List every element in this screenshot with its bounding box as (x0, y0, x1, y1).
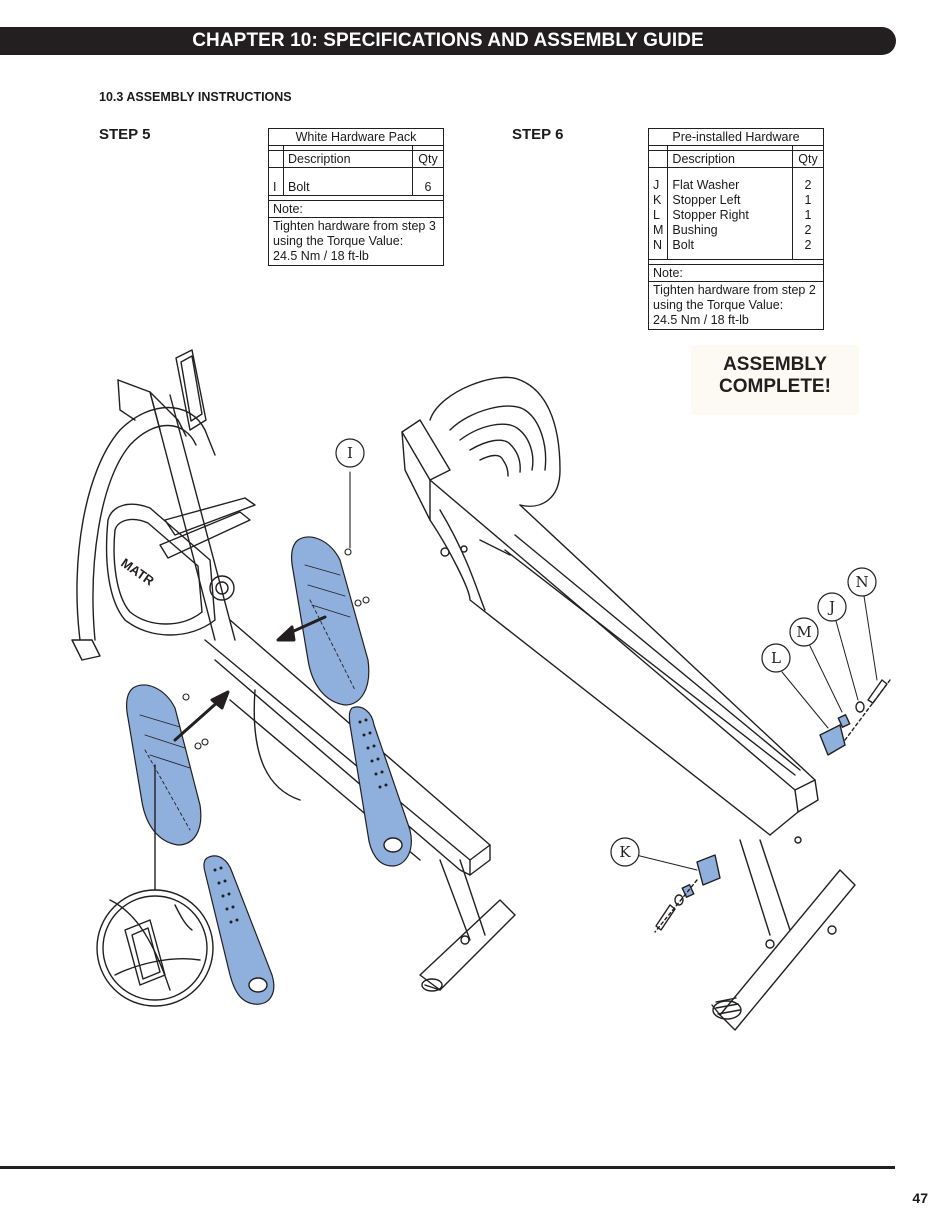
header-qty: Qty (412, 150, 444, 168)
callout-n: N (847, 567, 877, 597)
footer-rule (0, 1166, 895, 1169)
callout-l: L (761, 643, 791, 673)
assembly-complete-label: ASSEMBLY COMPLETE! (691, 345, 859, 415)
callout-k: K (610, 837, 640, 867)
callout-j: J (817, 592, 847, 622)
svg-text:N: N (855, 573, 868, 591)
header-qty: Qty (792, 150, 824, 168)
step-6-title: STEP 6 (512, 126, 564, 143)
callout-m: M (789, 617, 819, 647)
svg-text:I: I (347, 444, 353, 462)
step-5-hardware-table: White Hardware Pack Description Qty I Bo… (268, 128, 444, 266)
callout-i: I (335, 438, 365, 468)
chapter-banner: CHAPTER 10: SPECIFICATIONS AND ASSEMBLY … (0, 27, 896, 55)
brand-logo-text: MATR (118, 555, 157, 589)
step-5-title: STEP 5 (99, 126, 151, 143)
svg-text:J: J (827, 598, 835, 616)
svg-text:M: M (796, 623, 811, 641)
step-6-hardware-table: Pre-installed Hardware Description Qty J… (647, 128, 824, 330)
header-description: Description (667, 150, 793, 168)
detail-magnifier (96, 764, 214, 1007)
section-heading: 10.3 ASSEMBLY INSTRUCTIONS (99, 90, 292, 104)
highlighted-parts (126, 536, 412, 1005)
page-number: 47 (912, 1190, 928, 1206)
step-6-rail-illustration (401, 376, 891, 1031)
svg-text:L: L (771, 649, 781, 667)
svg-text:K: K (619, 843, 631, 861)
